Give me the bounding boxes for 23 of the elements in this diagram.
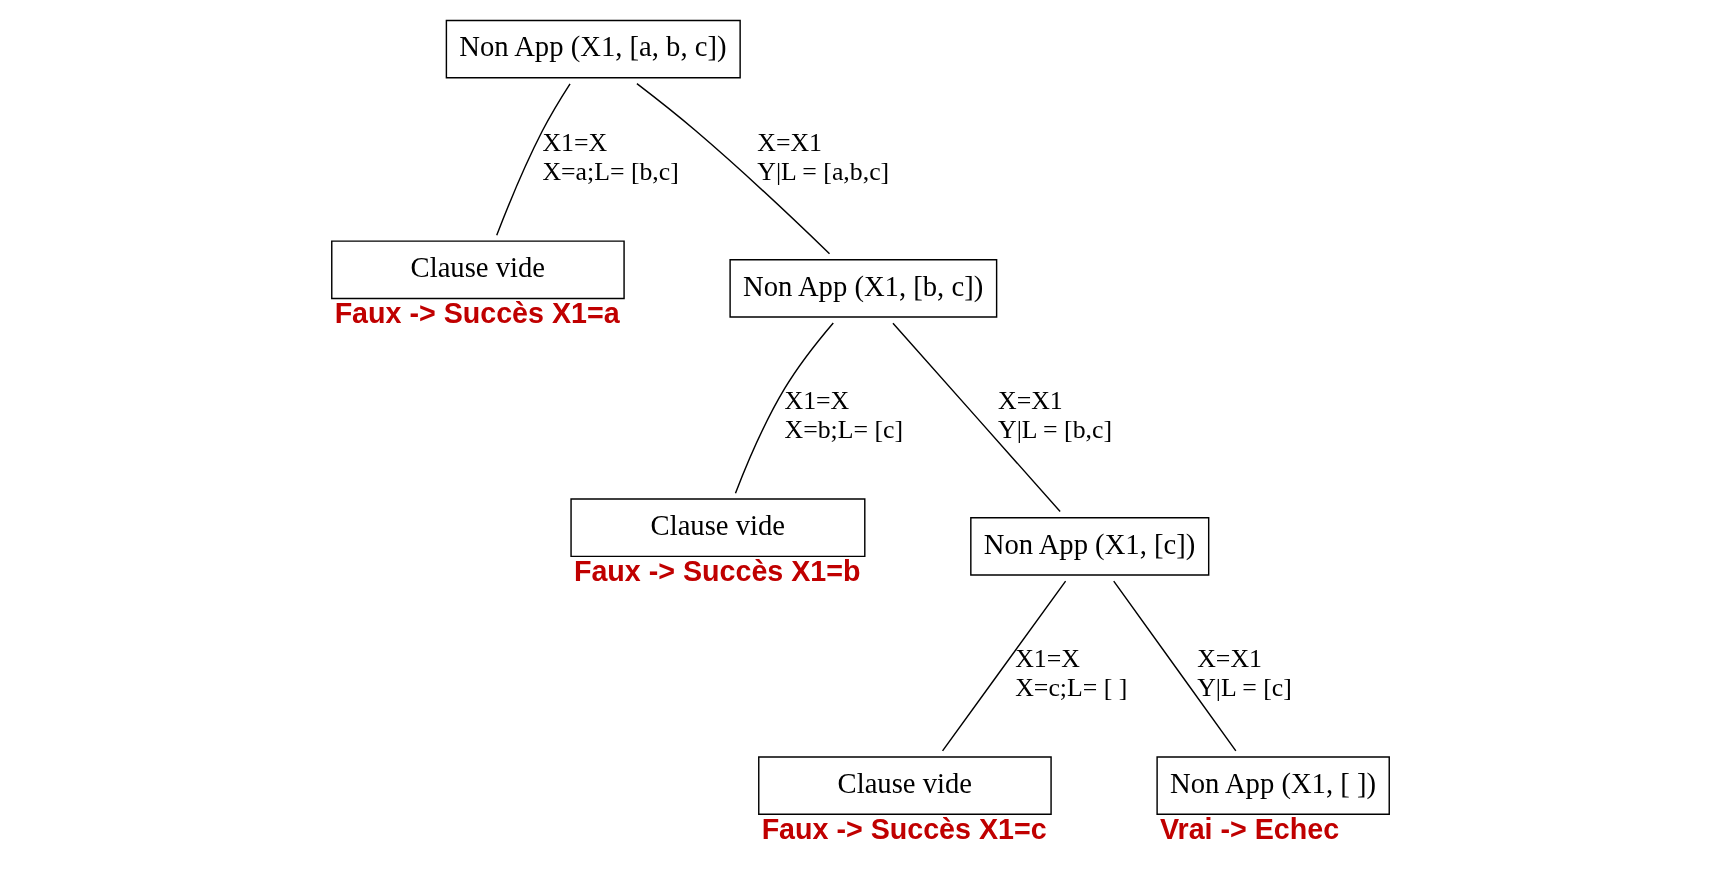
node-box: Non App (X1, [c])	[970, 516, 1210, 576]
node-box: Non App (X1, [a, b, c])	[445, 19, 741, 78]
node-label: Faux -> Succès X1=c	[761, 812, 1047, 845]
connector	[636, 82, 831, 254]
connector	[1113, 579, 1237, 752]
node-label: Faux -> Succès X1=a	[334, 296, 620, 329]
connector	[892, 321, 1061, 512]
connector	[734, 321, 834, 494]
node-box: Clause vide	[758, 755, 1052, 815]
node-box: Clause vide	[570, 497, 866, 557]
connector	[496, 82, 571, 236]
edge-label: X1=X X=b;L= [c]	[784, 385, 904, 444]
edge-label: X=X1 Y|L = [c]	[1197, 643, 1292, 702]
connector	[941, 579, 1067, 752]
edge-label: X1=X X=a;L= [b,c]	[542, 127, 679, 186]
node-box: Clause vide	[331, 239, 625, 299]
node-label: Vrai -> Echec	[1159, 812, 1340, 845]
edge-label: X=X1 Y|L = [a,b,c]	[757, 127, 890, 186]
node-box: Non App (X1, [ ])	[1156, 755, 1390, 815]
edge-label: X1=X X=c;L= [ ]	[1015, 643, 1128, 702]
edge-label: X=X1 Y|L = [b,c]	[998, 385, 1113, 444]
node-label: Faux -> Succès X1=b	[573, 554, 861, 587]
node-box: Non App (X1, [b, c])	[729, 258, 998, 318]
